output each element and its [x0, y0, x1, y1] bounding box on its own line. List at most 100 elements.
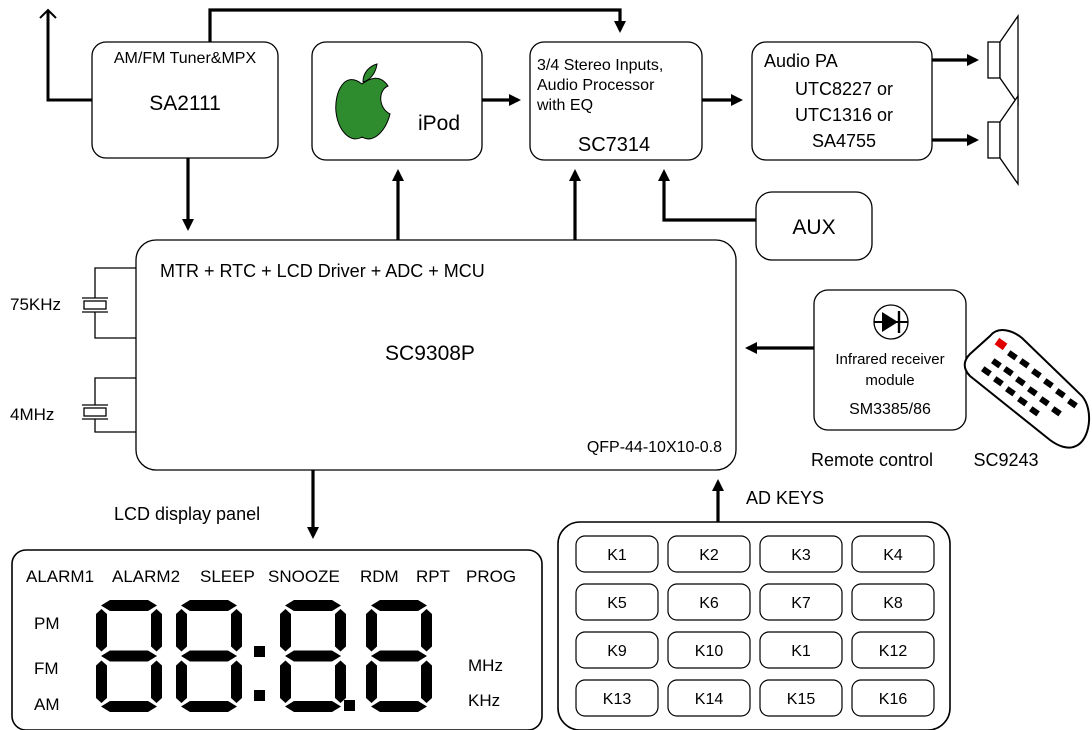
- lcd-segment: [285, 600, 341, 611]
- lcd-segment: [181, 600, 237, 611]
- amp-title: Audio PA: [764, 51, 838, 71]
- key-label: K1: [791, 643, 811, 660]
- lcd-segment: [231, 609, 242, 652]
- lcd-flag: ALARM2: [112, 567, 180, 586]
- key-button[interactable]: K14: [667, 679, 751, 717]
- ir-line1: Infrared receiver: [835, 351, 944, 368]
- lcd-right-indicator: KHz: [468, 691, 500, 710]
- key-label: K9: [607, 643, 627, 660]
- processor-line2: Audio Processor: [537, 77, 655, 94]
- lcd-segment: [101, 650, 157, 662]
- mcu-title: MTR + RTC + LCD Driver + ADC + MCU: [160, 261, 485, 281]
- key-button[interactable]: K2: [667, 535, 751, 573]
- key-button[interactable]: K1: [759, 631, 843, 669]
- lcd-segment: [181, 701, 237, 712]
- lcd-segment: [285, 701, 341, 712]
- amp-line3: SA4755: [812, 131, 876, 151]
- crystal-bottom-label: 4MHz: [10, 405, 54, 424]
- tuner-chip: SA2111: [149, 92, 221, 115]
- key-label: K8: [883, 595, 903, 612]
- key-label: K14: [695, 691, 724, 708]
- lcd-segment: [366, 660, 377, 703]
- lcd-segment: [335, 660, 346, 703]
- lcd-segment: [101, 600, 157, 611]
- lcd-segment: [371, 701, 427, 712]
- key-button[interactable]: K15: [759, 679, 843, 717]
- key-button[interactable]: K8: [851, 583, 935, 621]
- crystal-top-label: 75KHz: [10, 295, 61, 314]
- lcd-flag: RPT: [416, 567, 450, 586]
- key-label: K16: [879, 691, 908, 708]
- mcu-block: MTR + RTC + LCD Driver + ADC + MCU SC930…: [135, 239, 737, 471]
- lcd-dot: [254, 646, 265, 657]
- lcd-segment: [101, 701, 157, 712]
- key-label: K15: [787, 691, 816, 708]
- ir-line2: module: [865, 372, 914, 389]
- lcd-caption: LCD display panel: [114, 504, 260, 524]
- processor-line1: 3/4 Stereo Inputs,: [537, 57, 663, 74]
- antenna-icon: [39, 8, 92, 102]
- key-label: K1: [607, 547, 627, 564]
- connections: [182, 8, 979, 539]
- key-label: K7: [791, 595, 811, 612]
- lcd-segment: [96, 660, 107, 703]
- lcd-segment: [285, 650, 341, 662]
- key-label: K13: [603, 691, 632, 708]
- remote-label: SC9243: [973, 450, 1038, 470]
- key-button[interactable]: K16: [851, 679, 935, 717]
- crystal-4mhz: 4MHz: [10, 377, 136, 433]
- key-button[interactable]: K4: [851, 535, 935, 573]
- key-button[interactable]: K13: [575, 679, 659, 717]
- key-button[interactable]: K3: [759, 535, 843, 573]
- ipod-block: iPod: [311, 41, 483, 161]
- key-button[interactable]: K5: [575, 583, 659, 621]
- lcd-segment: [366, 609, 377, 652]
- lcd-segment: [231, 660, 242, 703]
- ir-receiver-block: Infrared receiver module SM3385/86: [813, 289, 967, 431]
- key-button[interactable]: K6: [667, 583, 751, 621]
- key-label: K12: [879, 643, 908, 660]
- key-label: K2: [699, 547, 719, 564]
- key-button[interactable]: K1: [575, 535, 659, 573]
- key-label: K4: [883, 547, 903, 564]
- key-label: K5: [607, 595, 627, 612]
- key-label: K3: [791, 547, 811, 564]
- lcd-segment: [151, 609, 162, 652]
- lcd-dot: [254, 690, 265, 701]
- ir-caption: Remote control: [811, 450, 933, 470]
- aux-label: AUX: [792, 216, 835, 239]
- diode-icon: [874, 311, 908, 333]
- tuner-block: AM/FM Tuner&MPX SA2111: [91, 41, 279, 159]
- lcd-flag: ALARM1: [26, 567, 94, 586]
- tuner-title: AM/FM Tuner&MPX: [114, 50, 257, 67]
- key-button[interactable]: K9: [575, 631, 659, 669]
- lcd-left-indicator: AM: [34, 695, 60, 714]
- mcu-package: QFP-44-10X10-0.8: [587, 439, 722, 456]
- remote-control-icon: [963, 329, 1091, 449]
- aux-block: AUX: [755, 191, 873, 261]
- lcd-segment: [151, 660, 162, 703]
- lcd-left-indicator: FM: [34, 659, 59, 678]
- lcd-digits: [96, 600, 432, 712]
- processor-chip: SC7314: [578, 134, 650, 156]
- lcd-segment: [421, 609, 432, 652]
- key-label: K6: [699, 595, 719, 612]
- lcd-segment: [280, 609, 291, 652]
- lcd-segment: [371, 600, 427, 611]
- apple-logo-icon: [335, 63, 391, 140]
- lcd-segment: [371, 650, 427, 662]
- lcd-left-indicator: PM: [34, 614, 60, 633]
- lcd-panel: ALARM1 ALARM2 SLEEP SNOOZE RDM RPT PROG …: [11, 549, 543, 730]
- key-button[interactable]: K12: [851, 631, 935, 669]
- lcd-dot: [344, 700, 355, 711]
- crystal-75khz: 75KHz: [10, 267, 136, 339]
- key-button[interactable]: K10: [667, 631, 751, 669]
- lcd-segment: [280, 660, 291, 703]
- key-button[interactable]: K7: [759, 583, 843, 621]
- lcd-flag: SLEEP: [200, 567, 255, 586]
- lcd-flag: RDM: [360, 567, 399, 586]
- speaker-icon: [987, 93, 1019, 187]
- lcd-flag: PROG: [466, 567, 516, 586]
